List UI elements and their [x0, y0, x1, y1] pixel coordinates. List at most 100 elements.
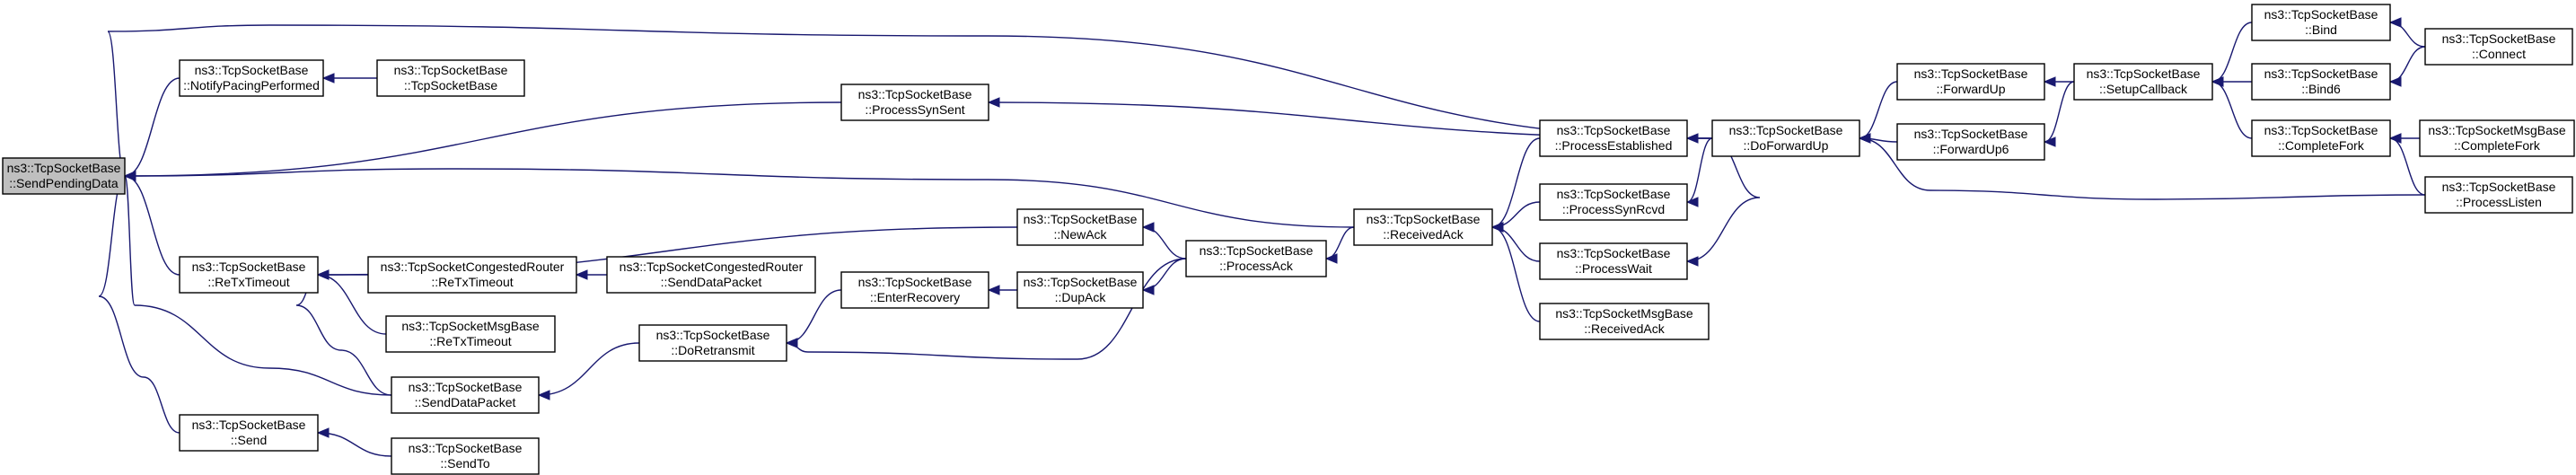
graph-node-method: ::ProcessAck — [1219, 259, 1294, 273]
arrowhead-icon — [2388, 76, 2402, 87]
graph-node-method: ::ProcessSynRcvd — [1562, 202, 1665, 216]
graph-node-box — [1353, 208, 1493, 246]
graph-node-class: ns3::TcpSocketBase — [192, 259, 306, 274]
graph-node-class: ns3::TcpSocketBase — [1024, 212, 1138, 226]
graph-node-pw[interactable]: ns3::TcpSocketBase::ProcessWait — [1539, 242, 1688, 280]
graph-edge-fu-to-dfu — [1858, 81, 1898, 144]
graph-node-pe[interactable]: ns3::TcpSocketBase::ProcessEstablished — [1539, 119, 1688, 157]
arrowhead-icon — [1324, 253, 1338, 264]
graph-node-conn[interactable]: ns3::TcpSocketBase::Connect — [2424, 28, 2573, 66]
graph-node-crsdp[interactable]: ns3::TcpSocketCongestedRouter::SendDataP… — [606, 256, 816, 294]
graph-node-class: ns3::TcpSocketMsgBase — [1555, 306, 1693, 321]
graph-node-method: ::EnterRecovery — [870, 290, 960, 304]
call-graph-nodes: ns3::TcpSocketBase::SendPendingDatans3::… — [2, 4, 2575, 475]
graph-node-box — [1896, 123, 2045, 161]
graph-edge-ra-to-spd — [123, 168, 1355, 228]
graph-node-method: ::Send — [231, 433, 267, 447]
graph-node-class: ns3::TcpSocketBase — [1024, 275, 1138, 289]
graph-node-crrt[interactable]: ns3::TcpSocketCongestedRouter::ReTxTimeo… — [367, 256, 577, 294]
graph-node-class: ns3::TcpSocketMsgBase — [401, 319, 540, 333]
graph-node-box — [1016, 208, 1144, 246]
graph-node-send[interactable]: ns3::TcpSocketBase::Send — [179, 414, 319, 452]
graph-node-class: ns3::TcpSocketBase — [1557, 246, 1671, 260]
graph-node-sendto[interactable]: ns3::TcpSocketBase::SendTo — [391, 437, 540, 475]
graph-edge-rtt-to-spd — [123, 171, 180, 276]
graph-node-method: ::ReTxTimeout — [431, 275, 513, 289]
graph-node-dfu[interactable]: ns3::TcpSocketBase::DoForwardUp — [1711, 119, 1860, 157]
graph-node-da[interactable]: ns3::TcpSocketBase::DupAck — [1016, 271, 1144, 309]
graph-node-rtt[interactable]: ns3::TcpSocketBase::ReTxTimeout — [179, 256, 319, 294]
graph-node-box — [179, 414, 319, 452]
graph-node-class: ns3::TcpSocketBase — [409, 441, 523, 455]
graph-node-fu[interactable]: ns3::TcpSocketBase::ForwardUp — [1896, 63, 2045, 101]
graph-edge-dor-to-sdp — [537, 342, 640, 400]
graph-node-class: ns3::TcpSocketBase — [1914, 127, 2028, 141]
graph-edge-pl-to-dfu — [1858, 133, 2426, 200]
graph-node-box — [1539, 303, 1710, 340]
graph-node-method: ::ReTxTimeout — [429, 334, 511, 348]
graph-node-ra[interactable]: ns3::TcpSocketBase::ReceivedAck — [1353, 208, 1493, 246]
graph-node-sc[interactable]: ns3::TcpSocketBase::SetupCallback — [2073, 63, 2213, 101]
graph-node-method: ::ForwardUp — [1936, 82, 2005, 96]
graph-node-method: ::ProcessWait — [1575, 261, 1652, 276]
graph-node-pss[interactable]: ns3::TcpSocketBase::ProcessSynSent — [840, 84, 989, 121]
graph-node-mrt[interactable]: ns3::TcpSocketMsgBase::ReTxTimeout — [385, 315, 556, 353]
graph-node-npp[interactable]: ns3::TcpSocketBase::NotifyPacingPerforme… — [179, 59, 324, 97]
graph-node-bind6[interactable]: ns3::TcpSocketBase::Bind6 — [2251, 63, 2391, 101]
graph-node-box — [391, 376, 540, 414]
graph-node-tsb[interactable]: ns3::TcpSocketBase::TcpSocketBase — [376, 59, 525, 97]
graph-node-box — [179, 256, 319, 294]
graph-node-class: ns3::TcpSocketBase — [2442, 180, 2556, 194]
arrowhead-icon — [575, 269, 588, 280]
graph-edge-crsdp-to-crrt — [575, 269, 607, 280]
graph-node-method: ::ReceivedAck — [1584, 321, 1665, 336]
graph-node-sdp[interactable]: ns3::TcpSocketBase::SendDataPacket — [391, 376, 540, 414]
graph-node-box — [2, 157, 126, 195]
graph-node-method: ::ReceivedAck — [1383, 227, 1464, 242]
graph-node-method: ::DoForwardUp — [1744, 138, 1829, 153]
graph-node-class: ns3::TcpSocketBase — [2264, 66, 2378, 81]
graph-node-class: ns3::TcpSocketBase — [1557, 187, 1671, 201]
arrowhead-icon — [537, 390, 550, 400]
graph-node-method: ::SendDataPacket — [415, 395, 516, 409]
graph-node-class: ns3::TcpSocketBase — [394, 63, 508, 77]
graph-node-psr[interactable]: ns3::TcpSocketBase::ProcessSynRcvd — [1539, 183, 1688, 221]
graph-node-box — [1539, 183, 1688, 221]
graph-node-spd: ns3::TcpSocketBase::SendPendingData — [2, 157, 126, 195]
graph-node-class: ns3::TcpSocketBase — [858, 87, 972, 101]
graph-node-box — [638, 324, 787, 362]
graph-edge-npp-to-spd — [123, 77, 180, 181]
graph-node-pl[interactable]: ns3::TcpSocketBase::ProcessListen — [2424, 176, 2573, 214]
graph-node-pa[interactable]: ns3::TcpSocketBase::ProcessAck — [1185, 240, 1327, 277]
graph-node-mra[interactable]: ns3::TcpSocketMsgBase::ReceivedAck — [1539, 303, 1710, 340]
graph-node-bind[interactable]: ns3::TcpSocketBase::Bind — [2251, 4, 2391, 41]
graph-node-class: ns3::TcpSocketBase — [2264, 7, 2378, 22]
graph-node-class: ns3::TcpSocketBase — [1729, 123, 1843, 137]
graph-node-fu6[interactable]: ns3::TcpSocketBase::ForwardUp6 — [1896, 123, 2045, 161]
graph-edge-sc-to-fu — [2043, 76, 2074, 87]
graph-edge-pe-to-ra — [1490, 137, 1541, 233]
graph-node-er[interactable]: ns3::TcpSocketBase::EnterRecovery — [840, 271, 989, 309]
graph-node-class: ns3::TcpSocketBase — [2442, 31, 2556, 46]
graph-node-class: ns3::TcpSocketBase — [1914, 66, 2028, 81]
graph-node-method: ::NewAck — [1053, 227, 1107, 242]
graph-node-method: ::NotifyPacingPerformed — [183, 78, 320, 92]
graph-node-method: ::Connect — [2472, 47, 2526, 61]
graph-node-class: ns3::TcpSocketBase — [656, 328, 770, 342]
arrowhead-icon — [1685, 256, 1699, 267]
graph-node-dor[interactable]: ns3::TcpSocketBase::DoRetransmit — [638, 324, 787, 362]
arrowhead-icon — [1141, 285, 1155, 295]
graph-node-box — [1185, 240, 1327, 277]
graph-node-box — [1016, 271, 1144, 309]
arrowhead-icon — [987, 97, 1000, 108]
graph-node-method: ::SetupCallback — [2099, 82, 2188, 96]
graph-edge-conn-to-bind6 — [2388, 46, 2426, 87]
graph-node-cf[interactable]: ns3::TcpSocketBase::CompleteFork — [2251, 119, 2391, 157]
graph-node-na[interactable]: ns3::TcpSocketBase::NewAck — [1016, 208, 1144, 246]
graph-node-method: ::SendDataPacket — [661, 275, 762, 289]
arrowhead-icon — [2211, 76, 2224, 87]
graph-node-mcf[interactable]: ns3::TcpSocketMsgBase::CompleteFork — [2419, 119, 2575, 157]
graph-node-box — [606, 256, 816, 294]
graph-node-class: ns3::TcpSocketCongestedRouter — [620, 259, 804, 274]
graph-node-box — [1896, 63, 2045, 101]
